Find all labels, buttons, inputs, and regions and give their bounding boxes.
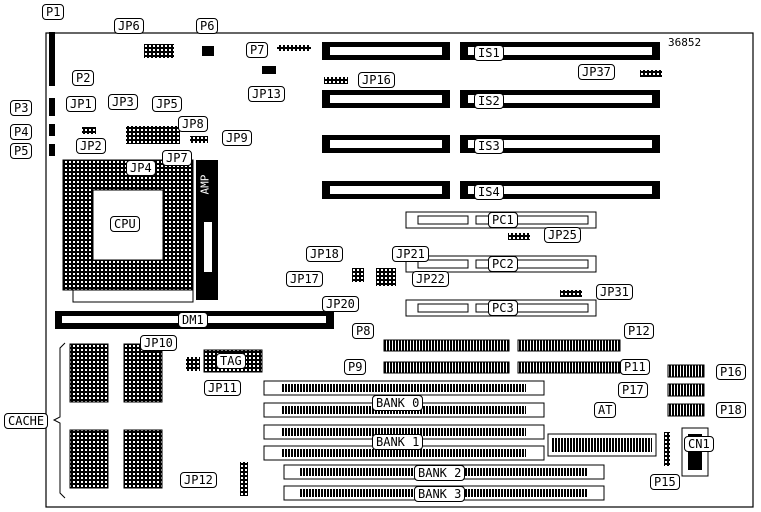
- p15-label: P15: [650, 474, 680, 490]
- jp2-label: JP2: [76, 138, 106, 154]
- p9-label: P9: [344, 359, 367, 375]
- p17-label: P17: [618, 382, 648, 398]
- is1-label: IS1: [474, 45, 504, 61]
- jp8-label: JP8: [178, 116, 208, 132]
- p5-connector: [49, 144, 55, 156]
- p17-header: [667, 383, 705, 397]
- p18-header: [667, 403, 705, 417]
- p3-label: P3: [10, 100, 33, 116]
- diagram-id: 36852: [668, 36, 702, 49]
- p3-connector: [49, 98, 55, 116]
- p1-label: P1: [42, 4, 65, 20]
- board-outline: [45, 32, 754, 508]
- bank3-label: BANK 3: [414, 486, 466, 502]
- jp12-header: [240, 462, 248, 496]
- jp10-label: JP10: [140, 335, 177, 351]
- jp16-header: [324, 77, 348, 84]
- p2-connector: [49, 62, 55, 86]
- jp1-header: [82, 127, 96, 134]
- jp11-label: JP11: [204, 380, 241, 396]
- jp16-label: JP16: [358, 72, 395, 88]
- jp20-label: JP20: [322, 296, 359, 312]
- p16-header: [667, 364, 705, 378]
- jp31-label: JP31: [596, 284, 633, 300]
- jp7-label: JP7: [162, 150, 192, 166]
- is4-label: IS4: [474, 184, 504, 200]
- p2-label: P2: [72, 70, 95, 86]
- p7-label: P7: [246, 42, 269, 58]
- p11-header: [517, 361, 621, 374]
- p6-header: [202, 46, 214, 56]
- cpu-lever: [72, 289, 194, 303]
- cn1-label: CN1: [684, 436, 714, 452]
- at-label: AT: [594, 402, 617, 418]
- jp12-label: JP12: [180, 472, 217, 488]
- jp6-header: [144, 44, 174, 58]
- p18-label: P18: [716, 402, 746, 418]
- p12-label: P12: [624, 323, 654, 339]
- p1-connector: [49, 32, 55, 74]
- p15-header: [664, 432, 670, 466]
- p5-label: P5: [10, 143, 33, 159]
- p9-header: [383, 361, 510, 374]
- jp37-label: JP37: [578, 64, 615, 80]
- p16-label: P16: [716, 364, 746, 380]
- pc3-label: PC3: [488, 300, 518, 316]
- jp13-header: [262, 66, 276, 74]
- jp21-label: JP21: [392, 246, 429, 262]
- jp4-label: JP4: [126, 160, 156, 176]
- cache-chips: [69, 343, 163, 489]
- is3-label: IS3: [474, 138, 504, 154]
- amp-label: AMP: [198, 174, 212, 195]
- tag-label: TAG: [216, 353, 246, 369]
- bank0-label: BANK 0: [372, 395, 424, 411]
- bank1-label: BANK 1: [372, 434, 424, 450]
- is2-label: IS2: [474, 93, 504, 109]
- jp5-label: JP5: [152, 96, 182, 112]
- jp13-label: JP13: [248, 86, 285, 102]
- cache-bracket: [52, 342, 66, 499]
- jp37-header: [640, 70, 662, 77]
- cpu-label: CPU: [110, 216, 140, 232]
- cache-label: CACHE: [4, 413, 49, 429]
- jp10-jp11-header: [186, 357, 200, 371]
- jp3-label: JP3: [108, 94, 138, 110]
- jp18-header: [352, 268, 364, 282]
- jp25-label: JP25: [544, 227, 581, 243]
- p7-header: [277, 45, 311, 51]
- p8-header: [383, 339, 510, 352]
- jp25-header: [508, 233, 530, 240]
- p8-label: P8: [352, 323, 375, 339]
- p6-label: P6: [196, 18, 219, 34]
- jp1-label: JP1: [66, 96, 96, 112]
- jp17-label: JP17: [286, 271, 323, 287]
- jp9-label: JP9: [222, 130, 252, 146]
- p4-connector: [49, 124, 55, 136]
- p12-header: [517, 339, 621, 352]
- p11-label: P11: [620, 359, 650, 375]
- dm1-label: DM1: [178, 312, 208, 328]
- jp9-header: [190, 136, 208, 143]
- jp21-jp22-header: [376, 268, 396, 286]
- jp6-label: JP6: [114, 18, 144, 34]
- jp31-header: [560, 290, 582, 297]
- bank2-label: BANK 2: [414, 465, 466, 481]
- jp22-label: JP22: [412, 271, 449, 287]
- jp18-label: JP18: [306, 246, 343, 262]
- p4-label: P4: [10, 124, 33, 140]
- pc1-label: PC1: [488, 212, 518, 228]
- jp3-jp5-header: [126, 126, 180, 144]
- pc2-label: PC2: [488, 256, 518, 272]
